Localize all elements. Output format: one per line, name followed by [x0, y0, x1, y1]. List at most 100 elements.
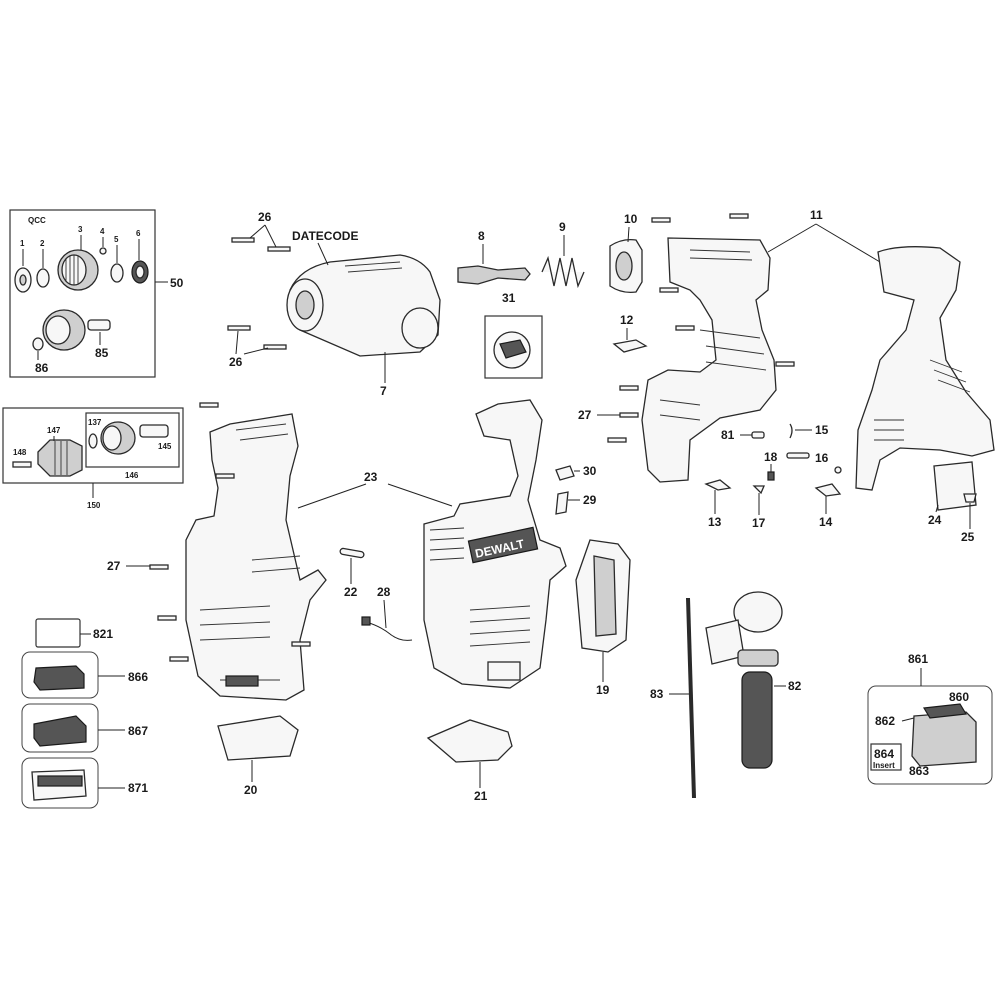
callout-10: 10 [624, 212, 638, 226]
callout-29: 29 [583, 493, 597, 507]
part-14-bracket [814, 483, 842, 497]
part-22-pin [339, 547, 365, 559]
handle-group: 83 82 [650, 591, 802, 799]
callout-22: 22 [344, 585, 358, 599]
base-parts-group: 20 21 [217, 715, 513, 803]
callout-8: 8 [478, 229, 485, 243]
part-82-collar [737, 649, 779, 667]
part-85-adapter [87, 319, 111, 331]
brand-badge [467, 526, 539, 564]
part-13-bracket [704, 479, 732, 491]
housing-right-group: 24 25 [855, 246, 995, 544]
callout-30: 30 [583, 464, 597, 478]
chuck-assembly-face [45, 315, 71, 345]
part-11-right-ribs [874, 359, 971, 441]
datecode-label: DATECODE [292, 229, 358, 243]
part-25-foot [963, 493, 977, 503]
callout-27-left: 27 [107, 559, 121, 573]
qcc-kit-box [9, 209, 156, 378]
screw-26-b [267, 246, 291, 252]
part-145-adapter [139, 424, 169, 438]
callout-23: 23 [364, 470, 378, 484]
part-23-right-foot [487, 661, 521, 681]
callout-867: 867 [128, 724, 148, 738]
callout-82: 82 [788, 679, 802, 693]
part-19-grip-inner [593, 555, 617, 637]
main-housing-right-group: DEWALT [423, 399, 567, 689]
screw-mid-b [675, 325, 695, 331]
part-3-ribs [65, 255, 79, 285]
motor-housing-group: 10 11 27 12 81 15 16 1 [578, 208, 881, 530]
part-871-top [37, 775, 83, 787]
callout-26-top: 26 [258, 210, 272, 224]
callout-2: 2 [40, 239, 45, 248]
part-147-knurl [54, 441, 68, 475]
part-17-clip [752, 485, 765, 495]
callout-81: 81 [721, 428, 735, 442]
screw-low-b [619, 412, 639, 418]
callout-147: 147 [47, 426, 61, 435]
callout-13: 13 [708, 515, 722, 529]
part-2-ring [36, 268, 50, 288]
part-82-grip [741, 671, 773, 769]
callout-12: 12 [620, 313, 634, 327]
screw-l-5 [169, 656, 189, 662]
callout-7: 7 [380, 384, 387, 398]
callout-860: 860 [949, 690, 969, 704]
callout-83: 83 [650, 687, 664, 701]
part-7-ribs [344, 261, 403, 273]
part-860-case [911, 711, 977, 767]
callout-86: 86 [35, 361, 49, 375]
callout-6: 6 [136, 229, 141, 238]
callout-864-insert: Insert [873, 761, 895, 770]
callout-21: 21 [474, 789, 488, 803]
part-146-face [102, 425, 122, 451]
screw-26-c [227, 325, 251, 331]
screw-right-a [775, 361, 795, 367]
part-7-nose-bore [295, 290, 315, 320]
grip-group: 19 [575, 539, 631, 697]
callout-1: 1 [20, 239, 25, 248]
screw-top-a [651, 217, 671, 223]
callout-137: 137 [88, 418, 102, 427]
callout-862: 862 [875, 714, 895, 728]
part-147-chuck [37, 439, 83, 477]
callout-20: 20 [244, 783, 258, 797]
screw-26-a [231, 237, 255, 243]
callout-85: 85 [95, 346, 109, 360]
part-82-clamp-ring [733, 591, 783, 633]
part-9-spring [541, 255, 585, 289]
part-28-wire [365, 621, 413, 641]
part-5-ring [110, 263, 124, 283]
callout-28: 28 [377, 585, 391, 599]
part-867-frame [21, 703, 99, 753]
part-12-switch [612, 339, 648, 353]
part-28-led [361, 616, 371, 626]
qcc-label: QCC [28, 216, 46, 225]
callout-19: 19 [596, 683, 610, 697]
part-7-side-port [401, 307, 439, 349]
callout-871: 871 [128, 781, 148, 795]
part-861-frame [867, 685, 993, 785]
part-8-spindle [457, 265, 531, 285]
callout-11: 11 [810, 208, 823, 222]
part-31-lever [499, 339, 527, 359]
part-15-spring [789, 423, 793, 439]
screw-l-3 [149, 564, 169, 570]
screw-l-6 [291, 641, 311, 647]
part-24-pad [933, 461, 977, 511]
part-23-right-ribs [429, 527, 531, 647]
part-148-pin [12, 461, 32, 468]
screw-mid-a [659, 287, 679, 293]
callout-150: 150 [87, 501, 101, 510]
part-29-latch [555, 491, 569, 515]
part-866-frame [21, 651, 99, 699]
part-81-screw [751, 431, 765, 439]
part-16-ball [834, 466, 842, 474]
screw-l-4 [157, 615, 177, 621]
part-31-box [484, 315, 543, 379]
callout-26-bottom: 26 [229, 355, 243, 369]
callout-50: 50 [170, 276, 184, 290]
